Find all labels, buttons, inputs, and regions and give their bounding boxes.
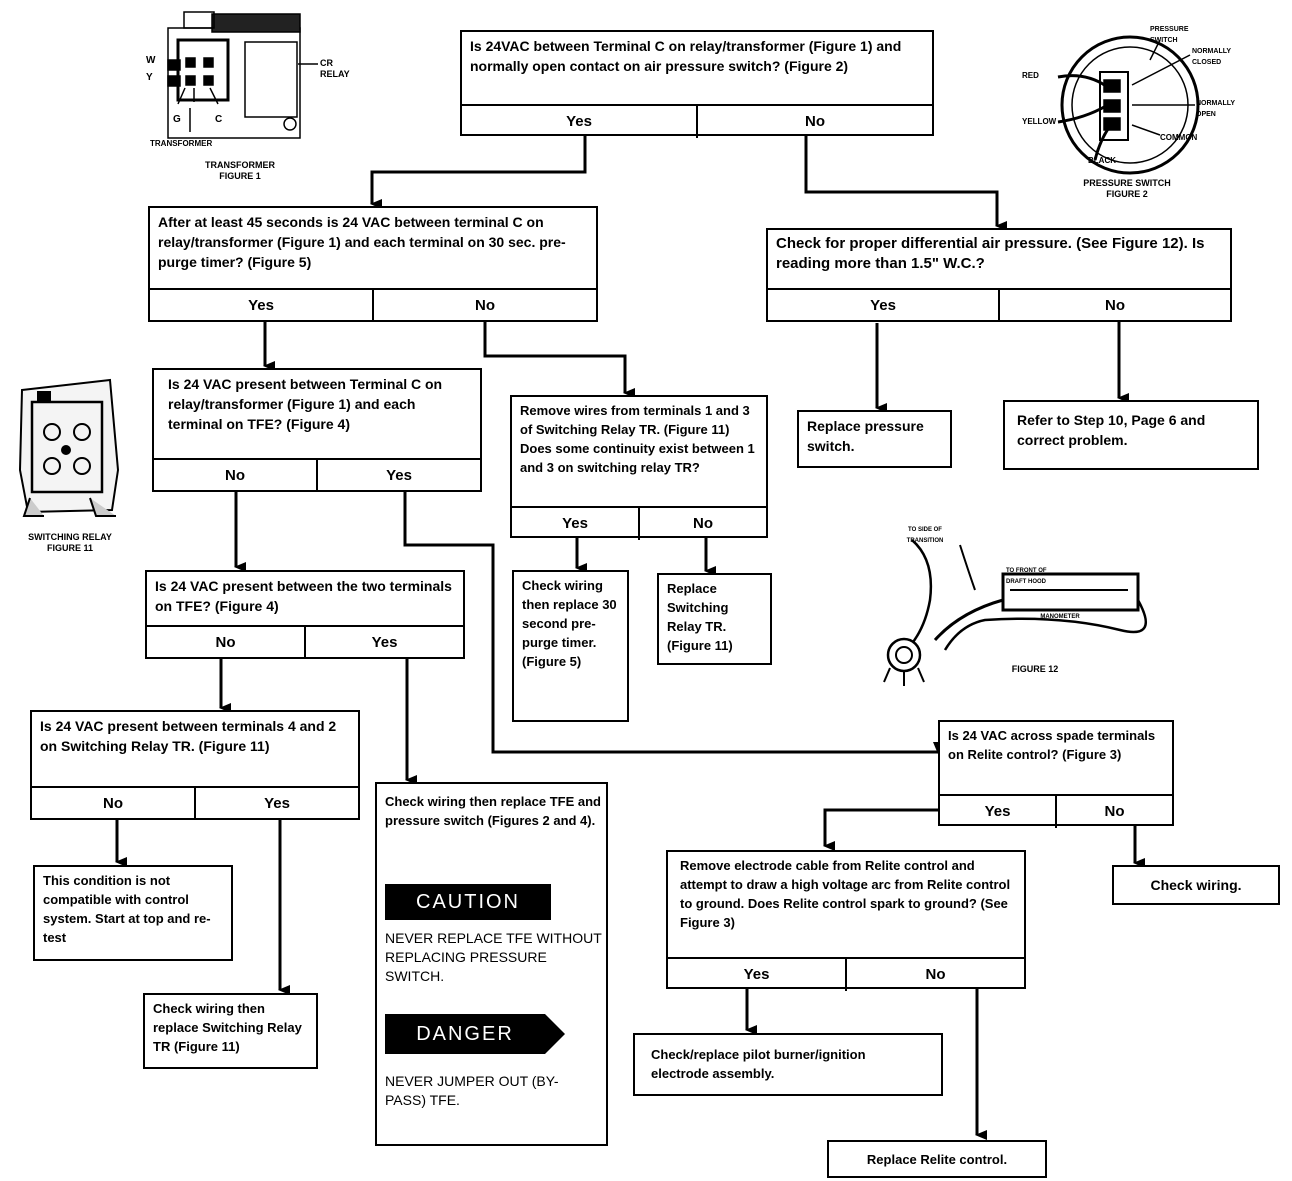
fig1-c-terminal: C	[215, 114, 223, 125]
question-4-no: No	[225, 467, 245, 484]
figure-11-caption-line1: SWITCHING RELAY	[28, 532, 112, 542]
question-3-yes: Yes	[870, 297, 896, 314]
caution-text: NEVER REPLACE TFE WITHOUT REPLACING PRES…	[385, 930, 602, 984]
caution-banner: CAUTION	[385, 884, 551, 920]
fig2-common-label: COMMON	[1160, 133, 1198, 142]
question-7-text: Is 24 VAC present between terminals 4 an…	[40, 718, 337, 754]
figure-2-caption-line1: PRESSURE SWITCH	[1083, 178, 1171, 188]
fig2-red-label: RED	[1022, 71, 1039, 80]
action-replace-tfe-panel: Check wiring then replace TFE and pressu…	[375, 782, 608, 1146]
figure-2-caption: PRESSURE SWITCH FIGURE 2	[1062, 178, 1192, 200]
fig1-cr-label: CR RELAY	[320, 58, 350, 80]
question-8-box: Is 24 VAC across spade terminals on Reli…	[938, 720, 1174, 828]
action-replace-pressure-switch: Replace pressure switch.	[797, 410, 952, 468]
transformer-illustration	[167, 11, 318, 139]
question-9-box: Remove electrode cable from Relite contr…	[666, 850, 1026, 991]
question-4-answers: No Yes	[154, 458, 480, 492]
question-7-yes: Yes	[194, 788, 358, 820]
fig2-yellow-label: YELLOW	[1022, 117, 1057, 126]
question-8-yes: Yes	[984, 803, 1011, 820]
question-3-text: Check for proper differential air pressu…	[776, 235, 1205, 272]
fig1-g-terminal: G	[173, 114, 181, 125]
question-5-no: No	[638, 508, 766, 540]
figure-11-caption: SWITCHING RELAY FIGURE 11	[5, 532, 135, 554]
fig12-front-label: TO FRONT OF DRAFT HOOD	[1006, 568, 1047, 585]
figure-2-caption-line2: FIGURE 2	[1106, 189, 1148, 199]
question-8-no: No	[1055, 796, 1172, 828]
action-replace-pre-purge-timer: Check wiring then replace 30 second pre-…	[512, 570, 629, 722]
question-2-no: No	[372, 290, 596, 322]
action-check-pilot-burner: Check/replace pilot burner/ignition elec…	[633, 1033, 943, 1096]
pressure-switch-illustration	[1057, 35, 1200, 175]
fig2-pressure-switch-callout: PRESSURE SWITCH	[1150, 26, 1189, 44]
question-8-text: Is 24 VAC across spade terminals on Reli…	[948, 728, 1156, 762]
question-7-answers: No Yes	[32, 786, 358, 820]
manometer-illustration	[883, 539, 1148, 686]
question-1-box: Is 24VAC between Terminal C on relay/tra…	[460, 30, 934, 138]
question-6-yes: Yes	[304, 627, 463, 659]
question-2-text: After at least 45 seconds is 24 VAC betw…	[158, 214, 566, 270]
figure-1-caption-line2: FIGURE 1	[219, 171, 261, 181]
action-check-wiring: Check wiring.	[1112, 865, 1280, 905]
question-4-yes: Yes	[316, 460, 480, 492]
action-replace-relite-control: Replace Relite control.	[827, 1140, 1047, 1178]
question-2-yes: Yes	[248, 297, 274, 314]
question-6-no: No	[215, 634, 236, 651]
fig1-y-terminal: Y	[146, 72, 153, 83]
switching-relay-illustration	[18, 378, 120, 517]
question-9-answers: Yes No	[668, 957, 1024, 991]
question-3-answers: Yes No	[768, 288, 1230, 322]
fig2-black-label: BLACK	[1088, 156, 1116, 165]
fig1-cr-text: CR	[320, 58, 333, 68]
question-4-box: Is 24 VAC present between Terminal C on …	[152, 368, 482, 492]
question-7-no: No	[103, 795, 123, 812]
danger-banner: DANGER	[416, 1022, 514, 1045]
question-5-box: Remove wires from terminals 1 and 3 of S…	[510, 395, 768, 540]
question-5-yes: Yes	[562, 515, 588, 532]
fig1-w-terminal: W	[146, 55, 156, 66]
figure-12-caption: FIGURE 12	[1011, 664, 1059, 674]
question-2-box: After at least 45 seconds is 24 VAC betw…	[148, 206, 598, 322]
question-8-answers: Yes No	[940, 794, 1172, 828]
question-6-box: Is 24 VAC present between the two termin…	[145, 570, 465, 659]
question-1-yes: Yes	[566, 113, 592, 130]
question-5-text: Remove wires from terminals 1 and 3 of S…	[520, 403, 755, 475]
arrow-q2-no	[483, 322, 635, 398]
action-replace-switching-relay: Replace Switching Relay TR. (Figure 11)	[657, 573, 772, 665]
arrow-q4-yes	[403, 492, 943, 754]
question-3-no: No	[998, 290, 1230, 322]
danger-text: NEVER JUMPER OUT (BY-PASS) TFE.	[385, 1073, 559, 1108]
arrow-q1-yes	[370, 136, 587, 209]
question-7-box: Is 24 VAC present between terminals 4 an…	[30, 710, 360, 820]
question-1-no: No	[696, 106, 932, 138]
question-9-no: No	[845, 959, 1024, 991]
question-1-text: Is 24VAC between Terminal C on relay/tra…	[470, 38, 902, 74]
figure-1-caption-line1: TRANSFORMER	[205, 160, 275, 170]
fig12-side-label: TO SIDE OF TRANSITION	[906, 527, 944, 544]
question-3-box: Check for proper differential air pressu…	[766, 228, 1232, 322]
action-replace-tfe-text: Check wiring then replace TFE and pressu…	[385, 794, 601, 828]
action-replace-switching-relay-tr: Check wiring then replace Switching Rela…	[143, 993, 318, 1069]
fig2-normally-open-label: NORMALLY OPEN	[1196, 100, 1235, 118]
question-2-answers: Yes No	[150, 288, 596, 322]
question-9-yes: Yes	[743, 966, 770, 983]
fig12-manometer-label: MANOMETER	[1040, 614, 1080, 620]
fig1-transformer-callout: TRANSFORMER	[150, 139, 213, 148]
figure-11-caption-line2: FIGURE 11	[46, 543, 93, 553]
question-1-answers: Yes No	[462, 104, 932, 138]
question-6-answers: No Yes	[147, 625, 463, 659]
fig2-normally-closed-label: NORMALLY CLOSED	[1192, 48, 1231, 66]
action-not-compatible: This condition is not compatible with co…	[33, 865, 233, 961]
question-9-text: Remove electrode cable from Relite contr…	[680, 858, 1011, 930]
fig1-relay-text: RELAY	[320, 69, 350, 79]
question-4-text: Is 24 VAC present between Terminal C on …	[168, 376, 443, 432]
arrow-q1-no	[804, 136, 1007, 231]
question-5-answers: Yes No	[512, 506, 766, 540]
danger-arrow-shape	[385, 1014, 565, 1054]
question-6-text: Is 24 VAC present between the two termin…	[155, 578, 452, 614]
action-refer-step-10: Refer to Step 10, Page 6 and correct pro…	[1003, 400, 1259, 470]
figure-1-caption: TRANSFORMER FIGURE 1	[190, 160, 290, 182]
